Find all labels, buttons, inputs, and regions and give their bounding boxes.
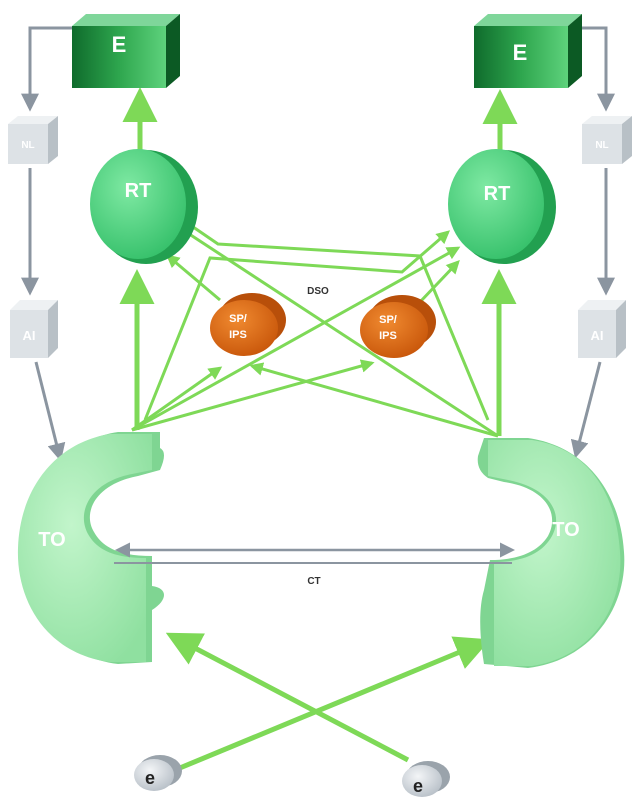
- rt-node-right: RT: [448, 149, 556, 264]
- dso-path-left: [143, 230, 451, 421]
- spi-node-left-label-1: SP/: [229, 313, 247, 325]
- rt-node-left: RT: [90, 149, 198, 264]
- arrow-ai-to-to-left: [34, 361, 66, 462]
- e-node-left-label: e: [145, 768, 155, 788]
- spi-node-left-label-2: IPS: [229, 329, 247, 341]
- e-box-right-label: E: [513, 40, 528, 65]
- e-box-left: E: [72, 14, 180, 88]
- spi-node-right: SP/ IPS: [360, 295, 436, 358]
- to-node-left: TO: [17, 432, 164, 664]
- e-node-right-label: e: [413, 776, 423, 796]
- e-node-right: e: [402, 761, 450, 797]
- arrow-ai-to-to-right: [570, 361, 602, 459]
- arrow-to-left-to-rt-right: [131, 246, 461, 432]
- ai-box-left: AI: [10, 300, 58, 358]
- nl-box-left: NL: [8, 116, 58, 164]
- e-box-left-label: E: [112, 32, 127, 57]
- rt-node-right-label: RT: [484, 183, 511, 205]
- nl-box-right: NL: [582, 116, 632, 164]
- ai-box-right: AI: [578, 300, 626, 358]
- arrow-e-right-to-to-left: [165, 632, 410, 763]
- dso-path-right: [177, 216, 490, 421]
- rt-node-left-label: RT: [125, 180, 152, 202]
- thick-green-arrows: [119, 87, 518, 773]
- arrow-to-left-to-spi-right: [131, 359, 375, 432]
- arrow-to-right-to-rt-left: [177, 226, 499, 438]
- e-node-left: e: [134, 755, 182, 791]
- arrow-spi-left-to-rt-left: [165, 254, 221, 302]
- arrow-spi-right-to-rt-right: [418, 260, 460, 304]
- green-projections: [131, 216, 499, 438]
- ai-box-left-label: AI: [23, 328, 36, 343]
- e-box-right: E: [474, 14, 582, 88]
- to-node-right: TO: [477, 438, 625, 668]
- dso-label: DSO: [307, 286, 329, 297]
- to-node-right-label: TO: [552, 519, 579, 541]
- spi-node-left: SP/ IPS: [210, 293, 286, 356]
- ct-commissure: CT: [114, 542, 515, 587]
- arrow-e-to-nl-left: [21, 26, 72, 112]
- arrow-to-left-to-spi-left: [131, 366, 223, 432]
- spi-node-right-label-2: IPS: [379, 330, 397, 342]
- gray-pathway-right: [562, 26, 615, 459]
- gray-pathway-left: [21, 26, 72, 462]
- ai-box-right-label: AI: [591, 328, 604, 343]
- to-node-left-label: TO: [38, 529, 65, 551]
- ct-label: CT: [307, 576, 320, 587]
- spi-node-right-label-1: SP/: [379, 314, 397, 326]
- arrow-e-left-to-to-right: [174, 636, 491, 773]
- nl-box-right-label: NL: [595, 140, 608, 151]
- nl-box-left-label: NL: [21, 140, 34, 151]
- arrow-to-right-to-spi-left: [249, 362, 499, 438]
